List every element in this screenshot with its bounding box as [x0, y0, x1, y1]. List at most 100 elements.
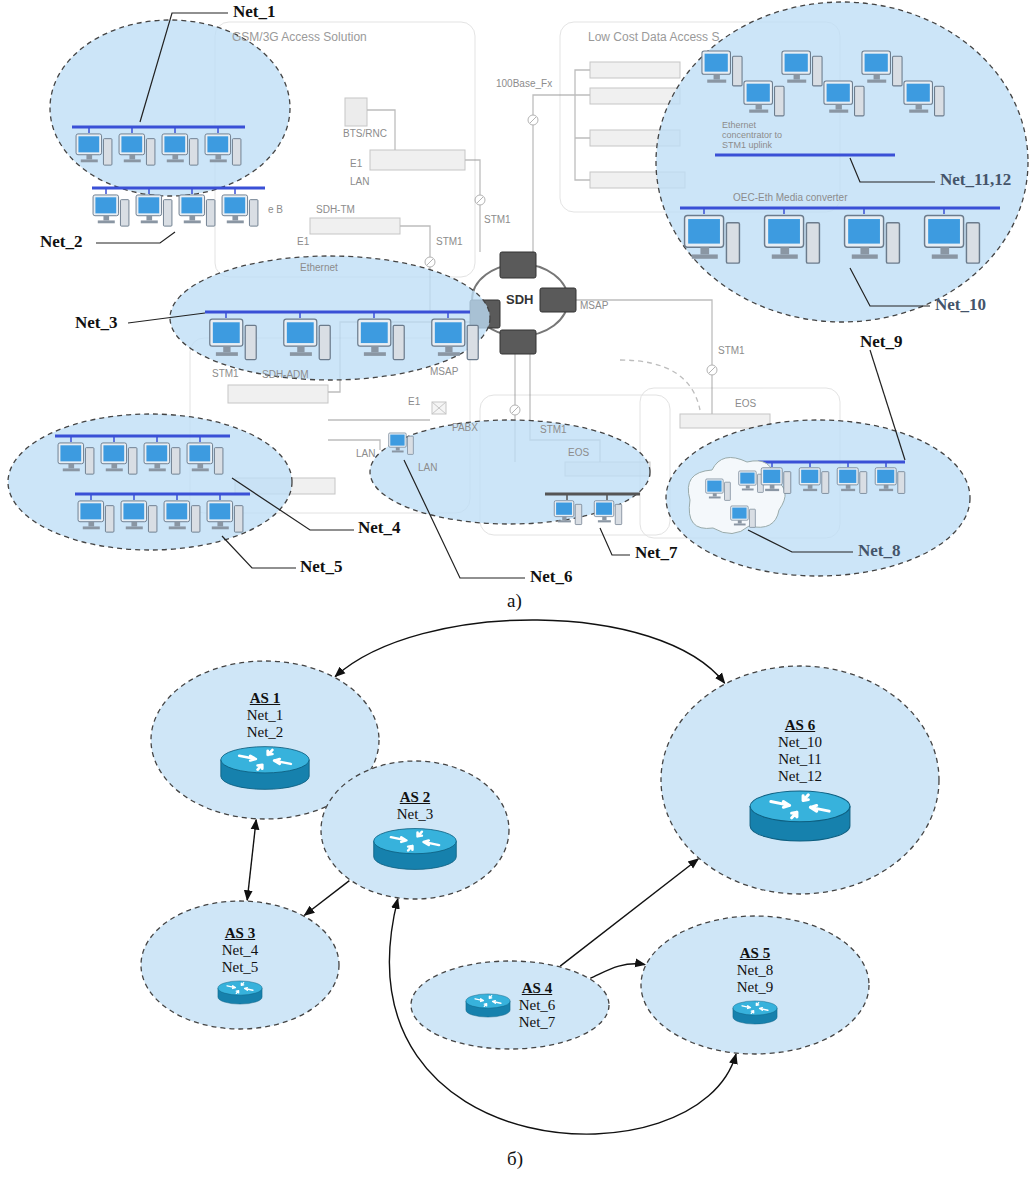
router-holder	[219, 745, 311, 791]
text-column: AS 5Net_8Net_9	[737, 945, 774, 996]
network-name: Net_6	[519, 997, 556, 1014]
network-name: Net_2	[247, 724, 284, 741]
equipment-label: STM1	[718, 345, 745, 356]
router-arrows	[391, 832, 439, 851]
equipment-label: OEC-Eth Media converter	[733, 192, 848, 203]
as-title: AS 3	[225, 925, 255, 942]
autonomous-system: AS 6Net_10Net_11Net_12	[660, 665, 940, 895]
router-top	[374, 829, 457, 854]
node-content: AS 1Net_1Net_2	[219, 690, 311, 791]
equipment-label: MSAP	[580, 300, 608, 311]
as-title: AS 2	[400, 789, 430, 806]
network-name: Net_8	[737, 962, 774, 979]
router-top	[733, 1001, 777, 1015]
ellipse-shape	[641, 916, 869, 1054]
equipment-label: e B	[268, 204, 283, 215]
router-arrows	[742, 1003, 768, 1014]
router-holder	[732, 1000, 778, 1025]
equipment-label: SDH-ADM	[262, 369, 309, 380]
router-top	[218, 981, 262, 995]
equipment-label: STM1	[212, 368, 239, 379]
as-title: AS 1	[250, 690, 280, 707]
lan-buses	[55, 127, 1000, 500]
equipment-label: E1	[408, 396, 420, 407]
network-name: Net_7	[519, 1014, 556, 1031]
router-icon	[732, 1000, 778, 1025]
node-content: AS 5Net_8Net_9	[732, 945, 778, 1025]
equipment-label: STM1	[436, 236, 463, 247]
node-content: AS 3Net_4Net_5	[217, 925, 263, 1005]
network-label: Net_9	[860, 332, 902, 352]
network-label: Net_5	[300, 557, 342, 577]
router-arrows	[771, 795, 829, 818]
equipment-label: PABX	[452, 422, 478, 433]
network-name: Net_9	[737, 979, 774, 996]
network-name: Net_11	[778, 751, 822, 768]
equipment-label: EOS	[735, 398, 756, 409]
network-name: Net_3	[397, 806, 434, 823]
router-holder	[217, 980, 263, 1005]
equipment-label: SDH-TM	[316, 204, 355, 215]
connector-arrow	[335, 620, 724, 683]
network-label: Net_2	[40, 232, 82, 252]
computers	[58, 51, 979, 533]
text-column: AS 3Net_4Net_5	[222, 925, 259, 976]
router-top	[466, 993, 510, 1007]
node-content: AS 4Net_6Net_7	[465, 980, 556, 1031]
equipment-label: LAN	[418, 462, 437, 473]
connector-arrow	[590, 964, 645, 978]
text-column: AS 4Net_6Net_7	[519, 980, 556, 1031]
equipment-label: SDH	[506, 292, 533, 307]
leader-lines	[96, 13, 935, 578]
equipment-label: STM1	[540, 424, 567, 435]
connector-arrow	[304, 881, 349, 916]
router-arrows	[475, 995, 501, 1006]
part-caption: а)	[507, 590, 522, 612]
router-icon	[372, 827, 458, 871]
equipment-label: Ethernet	[300, 262, 338, 273]
router-icon	[219, 745, 311, 791]
autonomous-system: AS 4Net_6Net_7	[410, 960, 610, 1050]
router-holder	[372, 827, 458, 871]
equipment-label: E1	[297, 236, 309, 247]
connector-arrow	[247, 820, 256, 900]
network-name: Net_4	[222, 942, 259, 959]
autonomous-system: AS 3Net_4Net_5	[140, 900, 340, 1030]
equipment-label: EOS	[568, 447, 589, 458]
equipment-label: 100Base_Fx	[496, 78, 552, 89]
as-title: AS 6	[785, 717, 815, 734]
network-label: Net_8	[858, 541, 900, 561]
ellipse-shape	[141, 901, 339, 1029]
ellipse-shape	[321, 761, 509, 899]
network-label: Net_10	[935, 295, 986, 315]
equipment-label: MSAP	[430, 366, 458, 377]
node-content: AS 2Net_3	[372, 789, 458, 871]
part-caption: б)	[507, 1148, 523, 1170]
equipment-label: Ethernet concentrator to STM1 uplink	[722, 121, 800, 151]
network-label: Net_1	[233, 2, 275, 22]
ellipse-shape	[661, 666, 939, 894]
autonomous-system: AS 2Net_3	[320, 760, 510, 900]
equipment-label: E1	[350, 158, 362, 169]
equipment-label: Low Cost Data Access S	[588, 30, 719, 44]
router-icon	[748, 789, 852, 843]
router-holder	[465, 993, 511, 1018]
equipment-label: LAN	[356, 448, 375, 459]
equipment-label: GSM/3G Access Solution	[232, 30, 367, 44]
node-content: AS 6Net_10Net_11Net_12	[748, 717, 852, 843]
text-column: AS 2Net_3	[397, 789, 434, 823]
router-holder	[748, 789, 852, 843]
ellipse-shape	[411, 961, 609, 1049]
as-title: AS 5	[740, 945, 770, 962]
as-title: AS 4	[522, 980, 552, 997]
router-top	[221, 746, 309, 772]
equipment-label: BTS/RNC	[343, 128, 387, 139]
network-label: Net_11,12	[940, 170, 1011, 190]
router-icon	[465, 993, 511, 1018]
router-arrows	[227, 983, 253, 994]
network-label: Net_3	[75, 313, 117, 333]
network-name: Net_10	[778, 734, 822, 751]
router-arrows	[239, 749, 291, 769]
network-label: Net_6	[530, 567, 572, 587]
equipment-label: STM1	[484, 214, 511, 225]
